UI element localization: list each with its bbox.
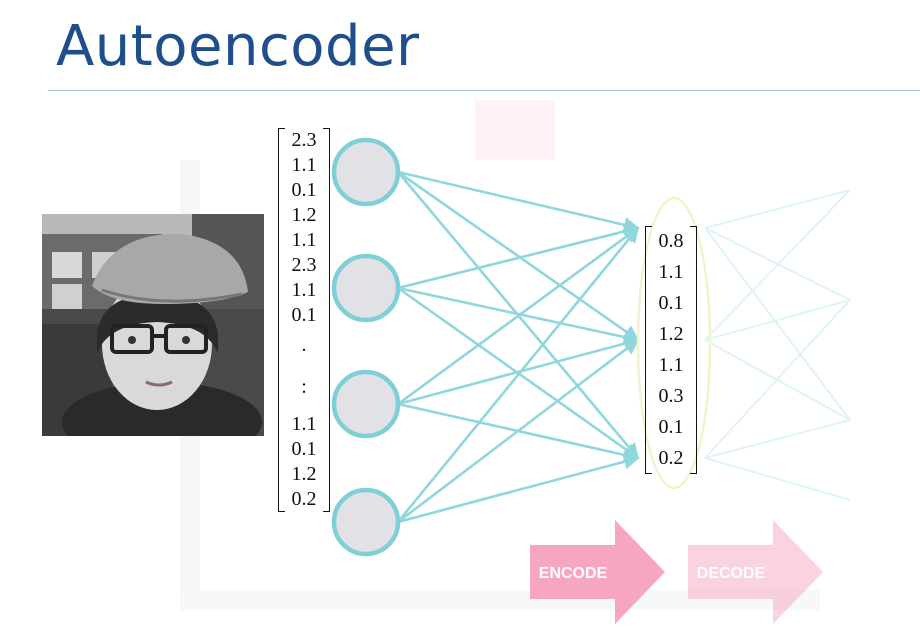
bottleneck-layer-outline xyxy=(636,196,712,490)
vector-value: 0.1 xyxy=(658,292,684,314)
input-vector: 2.3 1.1 0.1 1.2 1.1 2.3 1.1 0.1 . : 1.1 … xyxy=(278,128,330,512)
decode-label: DECODE xyxy=(697,565,766,582)
vector-value: 1.1 xyxy=(291,279,317,301)
vector-ellipsis: : xyxy=(301,376,307,398)
vector-ellipsis: . xyxy=(301,334,307,356)
vector-value: 1.1 xyxy=(291,154,317,176)
vector-value: 1.2 xyxy=(291,204,317,226)
vector-value: 2.3 xyxy=(291,254,317,276)
vector-value: 0.1 xyxy=(658,416,684,438)
vector-value: 1.1 xyxy=(658,354,684,376)
code-vector: 0.8 1.1 0.1 1.2 1.1 0.3 0.1 0.2 xyxy=(645,226,697,474)
input-node xyxy=(331,487,401,557)
encoder-edges xyxy=(396,170,640,524)
decoder-edges-faded xyxy=(704,189,851,501)
vector-value: 0.3 xyxy=(658,385,684,407)
input-node xyxy=(331,369,401,439)
vector-value: 0.1 xyxy=(291,304,317,326)
vector-value: 2.3 xyxy=(291,129,317,151)
vector-value: 0.2 xyxy=(291,488,317,510)
vector-value: 0.1 xyxy=(291,438,317,460)
vector-value: 1.1 xyxy=(291,413,317,435)
encode-label: ENCODE xyxy=(539,565,608,582)
vector-value: 0.2 xyxy=(658,447,684,469)
title-divider xyxy=(48,90,920,91)
vector-value: 0.1 xyxy=(291,179,317,201)
slide-title: Autoencoder xyxy=(56,14,420,79)
encode-arrow: ENCODE xyxy=(530,520,665,624)
vector-value: 1.2 xyxy=(658,323,684,345)
vector-value: 1.1 xyxy=(658,261,684,283)
input-photo xyxy=(42,214,264,436)
vector-value: 1.1 xyxy=(291,229,317,251)
decode-arrow: DECODE xyxy=(688,520,823,624)
input-node xyxy=(331,137,401,207)
input-node xyxy=(331,253,401,323)
input-nodes xyxy=(331,137,401,557)
vector-value: 1.2 xyxy=(291,463,317,485)
vector-value: 0.8 xyxy=(658,230,684,252)
